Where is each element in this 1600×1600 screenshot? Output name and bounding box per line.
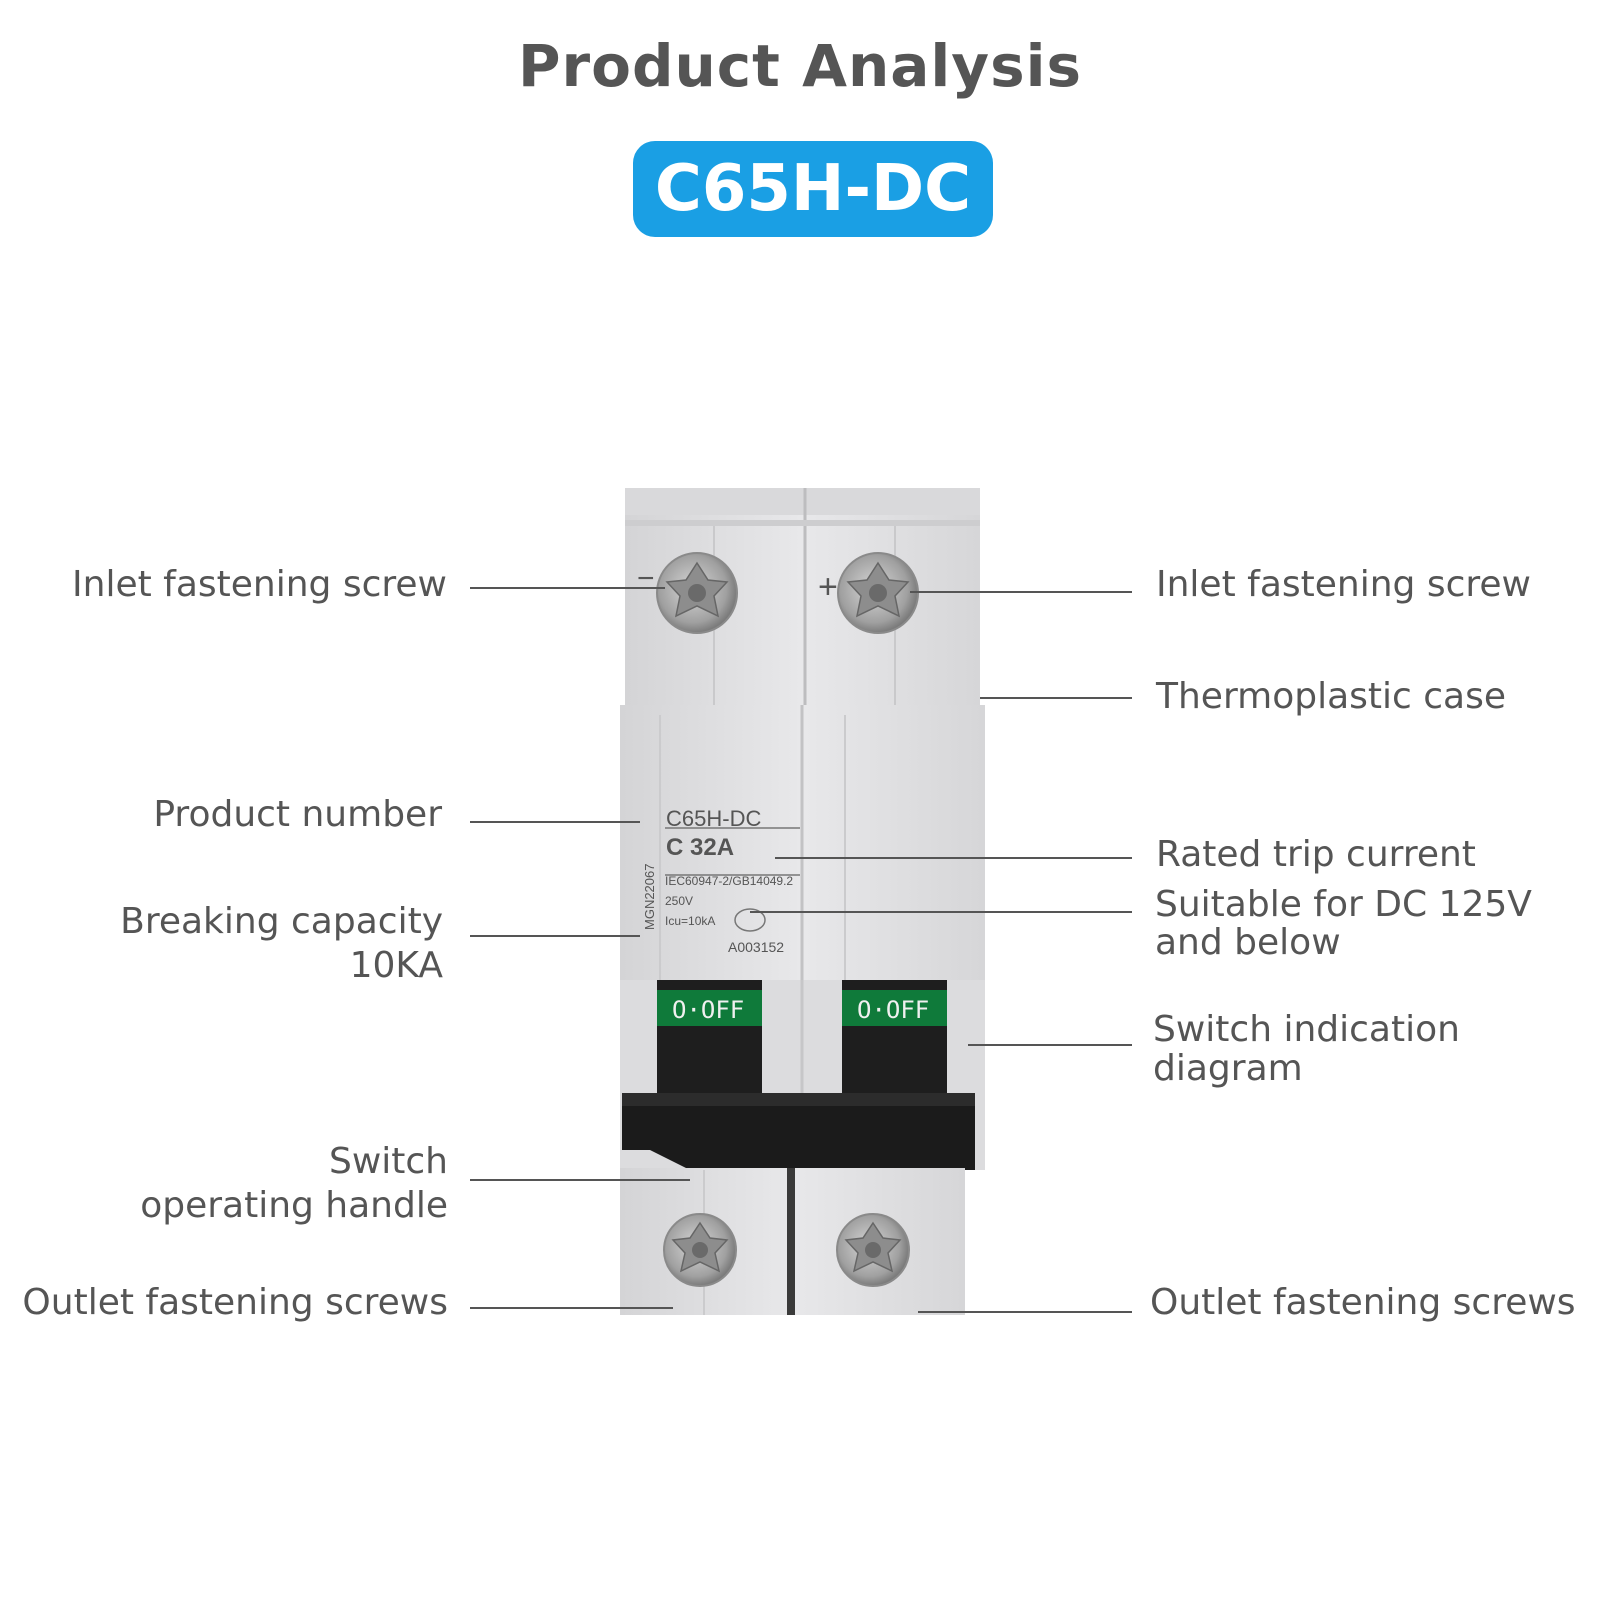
outlet-screw-left-icon bbox=[663, 1213, 737, 1287]
device-model-text: C65H-DC bbox=[666, 806, 761, 831]
callout-inlet-left: Inlet fastening screw bbox=[72, 564, 447, 605]
switch-operating-handle[interactable] bbox=[622, 1093, 975, 1170]
callout-outlet-right: Outlet fastening screws bbox=[1150, 1282, 1576, 1323]
device-minus-sign: − bbox=[637, 562, 655, 595]
switch-off-label-left: O·OFF bbox=[672, 996, 744, 1024]
device-serial-text: MGN22067 bbox=[642, 864, 657, 930]
page-title: Product Analysis bbox=[518, 32, 1082, 100]
callout-thermoplastic-case: Thermoplastic case bbox=[1156, 676, 1506, 717]
switch-toggle-right[interactable] bbox=[842, 980, 947, 1100]
ccc-mark-icon bbox=[734, 908, 766, 932]
device-plus-sign: + bbox=[818, 568, 838, 606]
device-cert-text: A003152 bbox=[728, 939, 784, 955]
callout-rated-trip-current: Rated trip current bbox=[1156, 834, 1476, 875]
callout-inlet-right: Inlet fastening screw bbox=[1156, 564, 1531, 605]
breaker-body bbox=[620, 705, 985, 985]
device-icu-text: Icu=10kA bbox=[665, 914, 715, 928]
inlet-screw-left-icon bbox=[656, 552, 738, 634]
switch-off-label-right: O·OFF bbox=[857, 996, 929, 1024]
device-rating-text: C 32A bbox=[666, 834, 734, 861]
outlet-screw-right-icon bbox=[836, 1213, 910, 1287]
callout-product-number: Product number bbox=[153, 794, 442, 835]
switch-toggle-left[interactable] bbox=[657, 980, 762, 1100]
model-badge: C65H-DC bbox=[633, 141, 993, 237]
device-standard-text: IEC60947-2/GB14049.2 bbox=[665, 874, 793, 888]
callout-outlet-left: Outlet fastening screws bbox=[22, 1282, 448, 1323]
device-voltage-text: 250V bbox=[665, 894, 693, 908]
inlet-screw-right-icon bbox=[837, 552, 919, 634]
